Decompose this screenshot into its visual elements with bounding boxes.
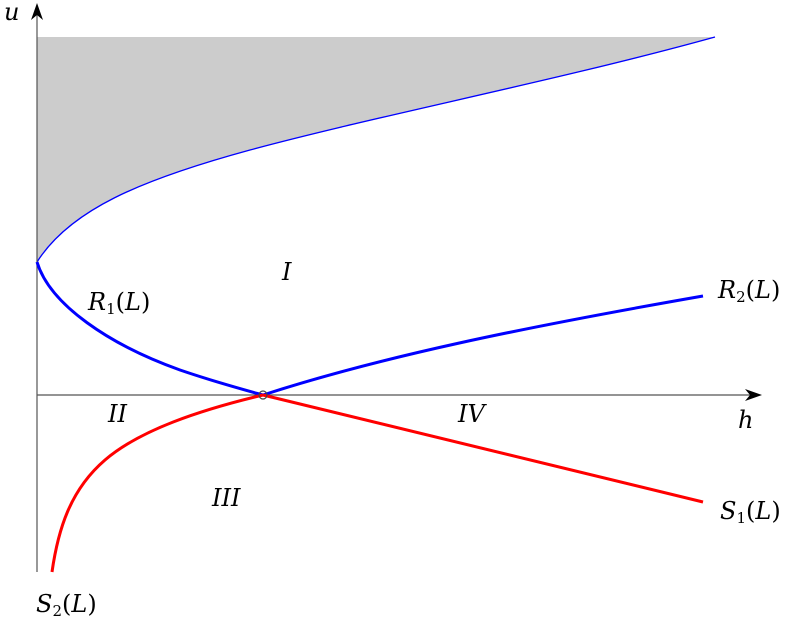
shaded-region [37, 37, 715, 262]
curve-R1-arg: L [125, 288, 141, 316]
curve-R2-symbol: R [718, 276, 737, 304]
curve-R2-sub: 2 [736, 288, 746, 306]
curve-S2-arg: L [71, 590, 88, 618]
curve-R1-symbol: R [88, 288, 107, 316]
upper-boundary-curve [36, 36, 716, 263]
curve-S1-label: S1(L) [720, 499, 781, 526]
x-axis-arrow-icon [745, 389, 762, 401]
curve-S1-sub: 1 [736, 509, 746, 527]
paren-close: ) [770, 276, 781, 304]
paren-close: ) [771, 497, 781, 525]
intersection-point [258, 390, 268, 400]
region-III-label: III [212, 484, 241, 512]
paren-open: ( [745, 276, 755, 304]
curve-R1-sub: 1 [106, 300, 116, 318]
curve-S1 [262, 393, 704, 504]
region-IV-label: IV [458, 400, 485, 428]
paren-open: ( [62, 590, 72, 618]
curve-R2-label: R2(L) [718, 278, 780, 305]
x-axis-label: h [738, 406, 754, 434]
paren-close: ) [87, 590, 97, 618]
curve-S2 [50, 393, 264, 573]
y-axis-arrow-icon [31, 3, 43, 20]
curve-R1-label: R1(L) [88, 290, 150, 317]
curve-R1 [35, 261, 264, 397]
curve-R2-arg: L [755, 276, 771, 304]
curve-S2-sub: 2 [52, 602, 62, 620]
curve-S1-arg: L [755, 497, 772, 525]
curve-S2-symbol: S [36, 590, 53, 618]
paren-close: ) [140, 288, 151, 316]
paren-open: ( [746, 497, 756, 525]
curve-R2 [262, 294, 704, 397]
curve-S1-symbol: S [720, 497, 737, 525]
region-II-label: II [108, 400, 127, 428]
paren-open: ( [115, 288, 125, 316]
region-I-label: I [282, 258, 292, 286]
y-axis-label: u [4, 0, 20, 26]
curve-S2-label: S2(L) [36, 592, 97, 619]
